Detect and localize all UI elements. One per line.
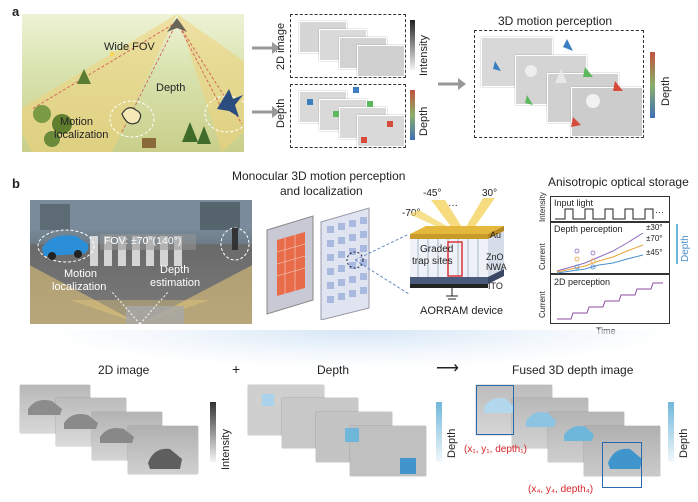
depth-label: Depth bbox=[156, 82, 186, 94]
depth-patch bbox=[262, 394, 274, 406]
depth-square bbox=[361, 137, 367, 143]
bar-depth-label-1: Depth bbox=[446, 428, 458, 458]
depth-square bbox=[353, 87, 359, 93]
angle-70-curve: ±70° bbox=[646, 234, 663, 243]
stack-2d-bar-label: Intensity bbox=[418, 35, 430, 76]
stack-depth-side-label: Depth bbox=[275, 98, 287, 128]
arrow-to-3d bbox=[438, 78, 466, 90]
input-light-label: Input light bbox=[554, 198, 594, 208]
storage-2d-box: 2D perception bbox=[550, 274, 670, 324]
depth-est-label-1: Depth bbox=[160, 264, 190, 276]
intensity-bar bbox=[210, 402, 216, 462]
fused-box-1 bbox=[476, 385, 514, 435]
panel-c-title-depth: Depth bbox=[317, 363, 350, 377]
zoom-lines bbox=[355, 233, 410, 295]
angle-30: 30° bbox=[482, 188, 498, 199]
motion-3d-box bbox=[474, 30, 644, 138]
panel-c-plus: + bbox=[232, 361, 241, 377]
panel-a-letter: a bbox=[12, 4, 20, 19]
fov-label-box bbox=[100, 234, 196, 250]
panel-a-arrows bbox=[252, 42, 280, 118]
storage-input-box: Input light ··· bbox=[550, 196, 670, 222]
depth-bar-2 bbox=[668, 402, 674, 462]
motion-localization-label-1: Motion bbox=[60, 116, 94, 128]
depth-est-label-2: estimation bbox=[150, 277, 201, 289]
depth-square bbox=[333, 111, 339, 117]
stack-2d-box bbox=[290, 14, 406, 78]
stack-depth-bar bbox=[410, 90, 415, 140]
motion-label-2: localization bbox=[52, 281, 107, 293]
street-illustration bbox=[30, 200, 252, 324]
panel-c-title-fused: Fused 3D depth image bbox=[512, 363, 634, 377]
coord-1-label: (x₁, y₁, depth₁) bbox=[464, 444, 527, 455]
intensity-axis: Intensity bbox=[538, 192, 547, 222]
storage-depth-box: Depth perception ±30° ±70° ±45° bbox=[550, 222, 670, 274]
depth-perception-label: Depth perception bbox=[554, 224, 623, 234]
depth-patch bbox=[400, 458, 416, 474]
angle-dots: ··· bbox=[448, 200, 458, 211]
bar-depth-label-2: Depth bbox=[678, 428, 690, 458]
motion-3d-title: 3D motion perception bbox=[498, 14, 613, 28]
stack-depth-bar-label: Depth bbox=[418, 106, 430, 136]
device-zno-2: NWA bbox=[486, 262, 507, 272]
center-title-1: Monocular 3D motion perception bbox=[232, 169, 406, 183]
input-dots: ··· bbox=[655, 207, 664, 217]
input-pulse-train bbox=[555, 208, 654, 220]
storage-title: Anisotropic optical storage bbox=[548, 175, 689, 189]
device-stack bbox=[410, 226, 504, 300]
device-ito: ITO bbox=[488, 281, 503, 291]
panel-a-scene: Wide FOV Depth Motion localization bbox=[22, 14, 244, 152]
device-au: Au bbox=[490, 230, 502, 240]
storage-depth-arrow bbox=[676, 224, 678, 264]
fused-box-4 bbox=[602, 442, 642, 488]
angle-m45: -45° bbox=[423, 188, 442, 199]
fused-cars bbox=[484, 398, 642, 469]
angle-45-curve: ±45° bbox=[646, 248, 663, 257]
perception-2d-curve bbox=[557, 282, 663, 320]
stack-depth-box bbox=[290, 84, 406, 148]
graded-label-1: Graded bbox=[420, 244, 454, 255]
graded-label-2: trap sites bbox=[412, 256, 453, 267]
street-scene: FOV: ±70°(140°) Motion localization Dept… bbox=[30, 200, 252, 324]
motion-3d-bar-label: Depth bbox=[660, 76, 672, 106]
depth-patch bbox=[345, 428, 359, 442]
depth-curves bbox=[556, 232, 644, 274]
motion-3d-objects bbox=[493, 39, 623, 127]
panel-c-title-2d: 2D image bbox=[98, 363, 150, 377]
depth-side-label: Depth bbox=[680, 235, 691, 262]
angle-30-curve: ±30° bbox=[646, 223, 663, 232]
motion-3d-depth-bar bbox=[650, 52, 655, 118]
center-title-2: and localization bbox=[280, 184, 363, 198]
bar-intensity-label: Intensity bbox=[220, 429, 232, 470]
current-axis-1: Current bbox=[538, 243, 547, 270]
device-zno-1: ZnO bbox=[486, 252, 504, 262]
depth-square bbox=[387, 121, 393, 127]
sensor-chip-and-array bbox=[266, 207, 370, 320]
section-divider-glow bbox=[60, 330, 660, 366]
motion-localization-label-2: localization bbox=[54, 129, 109, 141]
depth-square bbox=[307, 99, 313, 105]
stack-2d-side-label: 2D image bbox=[275, 22, 287, 70]
scene-illustration bbox=[22, 14, 244, 152]
fov-label: FOV: ±70°(140°) bbox=[104, 235, 182, 247]
coord-4-label: (x₄, y₄, depth₄) bbox=[528, 484, 594, 495]
current-axis-2: Current bbox=[538, 291, 547, 318]
motion-label-1: Motion bbox=[64, 268, 98, 280]
stack-2d-intensity-bar bbox=[410, 20, 415, 70]
device-caption: AORRAM device bbox=[420, 305, 504, 317]
panel-c-arrow: ⟶ bbox=[436, 360, 459, 377]
depth-square bbox=[367, 101, 373, 107]
perception-2d-label: 2D perception bbox=[554, 277, 611, 287]
wide-fov-label: Wide FOV bbox=[104, 41, 155, 53]
panel-b-letter: b bbox=[12, 176, 20, 191]
depth-bar-1 bbox=[436, 402, 442, 462]
image-2d-cars bbox=[28, 400, 182, 469]
